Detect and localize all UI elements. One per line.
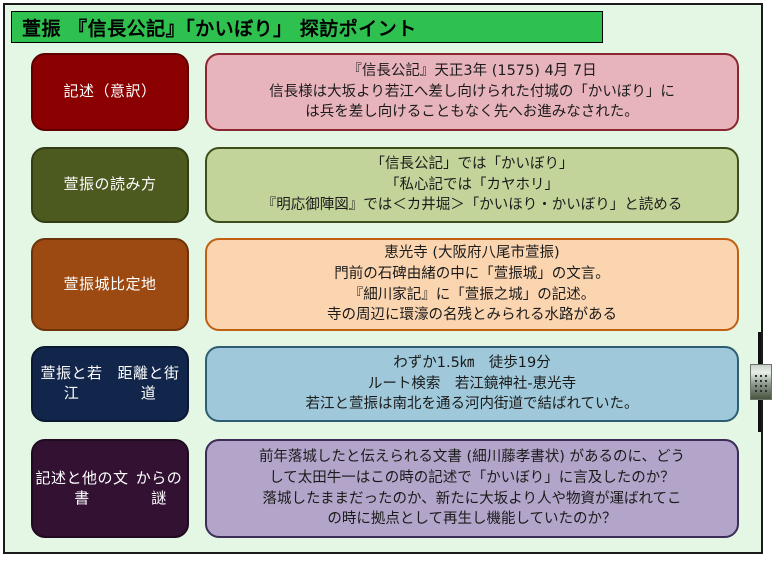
page-title: 萱振 『信長公記』「かいぼり」 探訪ポイント: [22, 17, 417, 40]
slide-canvas: 萱振 『信長公記』「かいぼり」 探訪ポイント 記述（意訳） 『信長公記』天正3年…: [3, 3, 763, 554]
table-row: 記述と他の文書からの謎 前年落城したと伝えられる文書 (細川藤孝書状) があるの…: [31, 439, 739, 538]
row-content-line: わずか1.5㎞ 徒歩19分: [393, 355, 551, 372]
row-content-line: 信長様は大坂より若江へ差し向けられた付城の「かいぼり」に: [269, 83, 675, 100]
row-label-line: 萱振と若江: [40, 364, 103, 402]
row-content-line: 前年落城したと伝えられる文書 (細川藤孝書状) があるのに、どう: [258, 449, 686, 466]
row-content-hiteichi: 恵光寺 (大阪府八尾市萱振) 門前の石碑由緒の中に「萱振城」の文言。『細川家記』に…: [205, 238, 739, 331]
row-content-line: 「私心記では「カヤホリ」: [385, 176, 559, 193]
row-label-yomikata[interactable]: 萱振の読み方: [31, 147, 189, 223]
row-content-line: 『信長公記』天正3年 (1575) 4月 7日: [347, 63, 597, 80]
row-content-line: ルート検索 若江鏡神社-恵光寺: [367, 375, 577, 392]
row-content-kyori-kaido: わずか1.5㎞ 徒歩19分ルート検索 若江鏡神社-恵光寺若江と萱振は南北を通る河…: [205, 346, 739, 422]
resize-grip[interactable]: [750, 332, 772, 432]
row-content-line: 門前の石碑由緒の中に「萱振城」の文言。: [334, 265, 610, 282]
row-label-kyori-kaido[interactable]: 萱振と若江距離と街道: [31, 346, 189, 422]
row-content-line: 若江と萱振は南北を通る河内街道で結ばれていた。: [305, 396, 639, 413]
row-label-kijutsu[interactable]: 記述（意訳）: [31, 53, 189, 131]
row-label-line: 萱振城比定地: [63, 274, 157, 293]
row-label-line: からの謎: [135, 468, 183, 507]
row-content-line: 「信長公記」では「かいぼり」: [370, 156, 574, 173]
table-row: 萱振と若江距離と街道 わずか1.5㎞ 徒歩19分ルート検索 若江鏡神社-恵光寺若…: [31, 346, 739, 422]
slide-title-banner: 萱振 『信長公記』「かいぼり」 探訪ポイント: [11, 11, 603, 43]
row-label-line: 萱振の読み方: [63, 175, 157, 194]
table-row: 萱振城比定地 恵光寺 (大阪府八尾市萱振) 門前の石碑由緒の中に「萱振城」の文言。…: [31, 238, 739, 331]
row-content-line: は兵を差し向けることもなく先へお進みなされた。: [305, 104, 639, 121]
row-content-line: の時に拠点として再生し機能していたのか？: [327, 511, 617, 528]
row-label-line: 記述（意訳）: [63, 82, 157, 101]
row-content-yomikata: 「信長公記」では「かいぼり」「私心記では「カヤホリ」『明応御陣図』では＜カ井堀＞…: [205, 147, 739, 223]
row-content-line: 恵光寺 (大阪府八尾市萱振): [384, 245, 560, 262]
table-row: 萱振の読み方 「信長公記」では「かいぼり」「私心記では「カヤホリ」『明応御陣図』…: [31, 147, 739, 223]
row-label-hiteichi[interactable]: 萱振城比定地: [31, 238, 189, 331]
grip-handle-icon[interactable]: [750, 364, 772, 400]
row-content-line: 寺の周辺に環濠の名残とみられる水路がある: [327, 307, 617, 324]
row-label-line: 距離と街道: [117, 364, 180, 402]
row-content-nazo: 前年落城したと伝えられる文書 (細川藤孝書状) があるのに、どうして太田牛一はこ…: [205, 439, 739, 538]
row-label-nazo[interactable]: 記述と他の文書からの謎: [31, 439, 189, 538]
row-content-line: 『明応御陣図』では＜カ井堀＞「かいほり・かいぼり」と読める: [261, 197, 683, 214]
row-label-line: 記述と他の文書: [35, 468, 129, 507]
row-content-line: して太田牛一はこの時の記述で「かいぼり」に言及したのか？: [269, 469, 675, 486]
row-content-line: 『細川家記』に「萱振之城」の記述。: [348, 286, 596, 303]
row-content-kijutsu: 『信長公記』天正3年 (1575) 4月 7日信長様は大坂より若江へ差し向けられ…: [205, 53, 739, 131]
table-row: 記述（意訳） 『信長公記』天正3年 (1575) 4月 7日信長様は大坂より若江…: [31, 53, 739, 131]
row-content-line: 落城したままだったのか、新たに大坂より人や物資が運ばれてこ: [262, 490, 682, 507]
